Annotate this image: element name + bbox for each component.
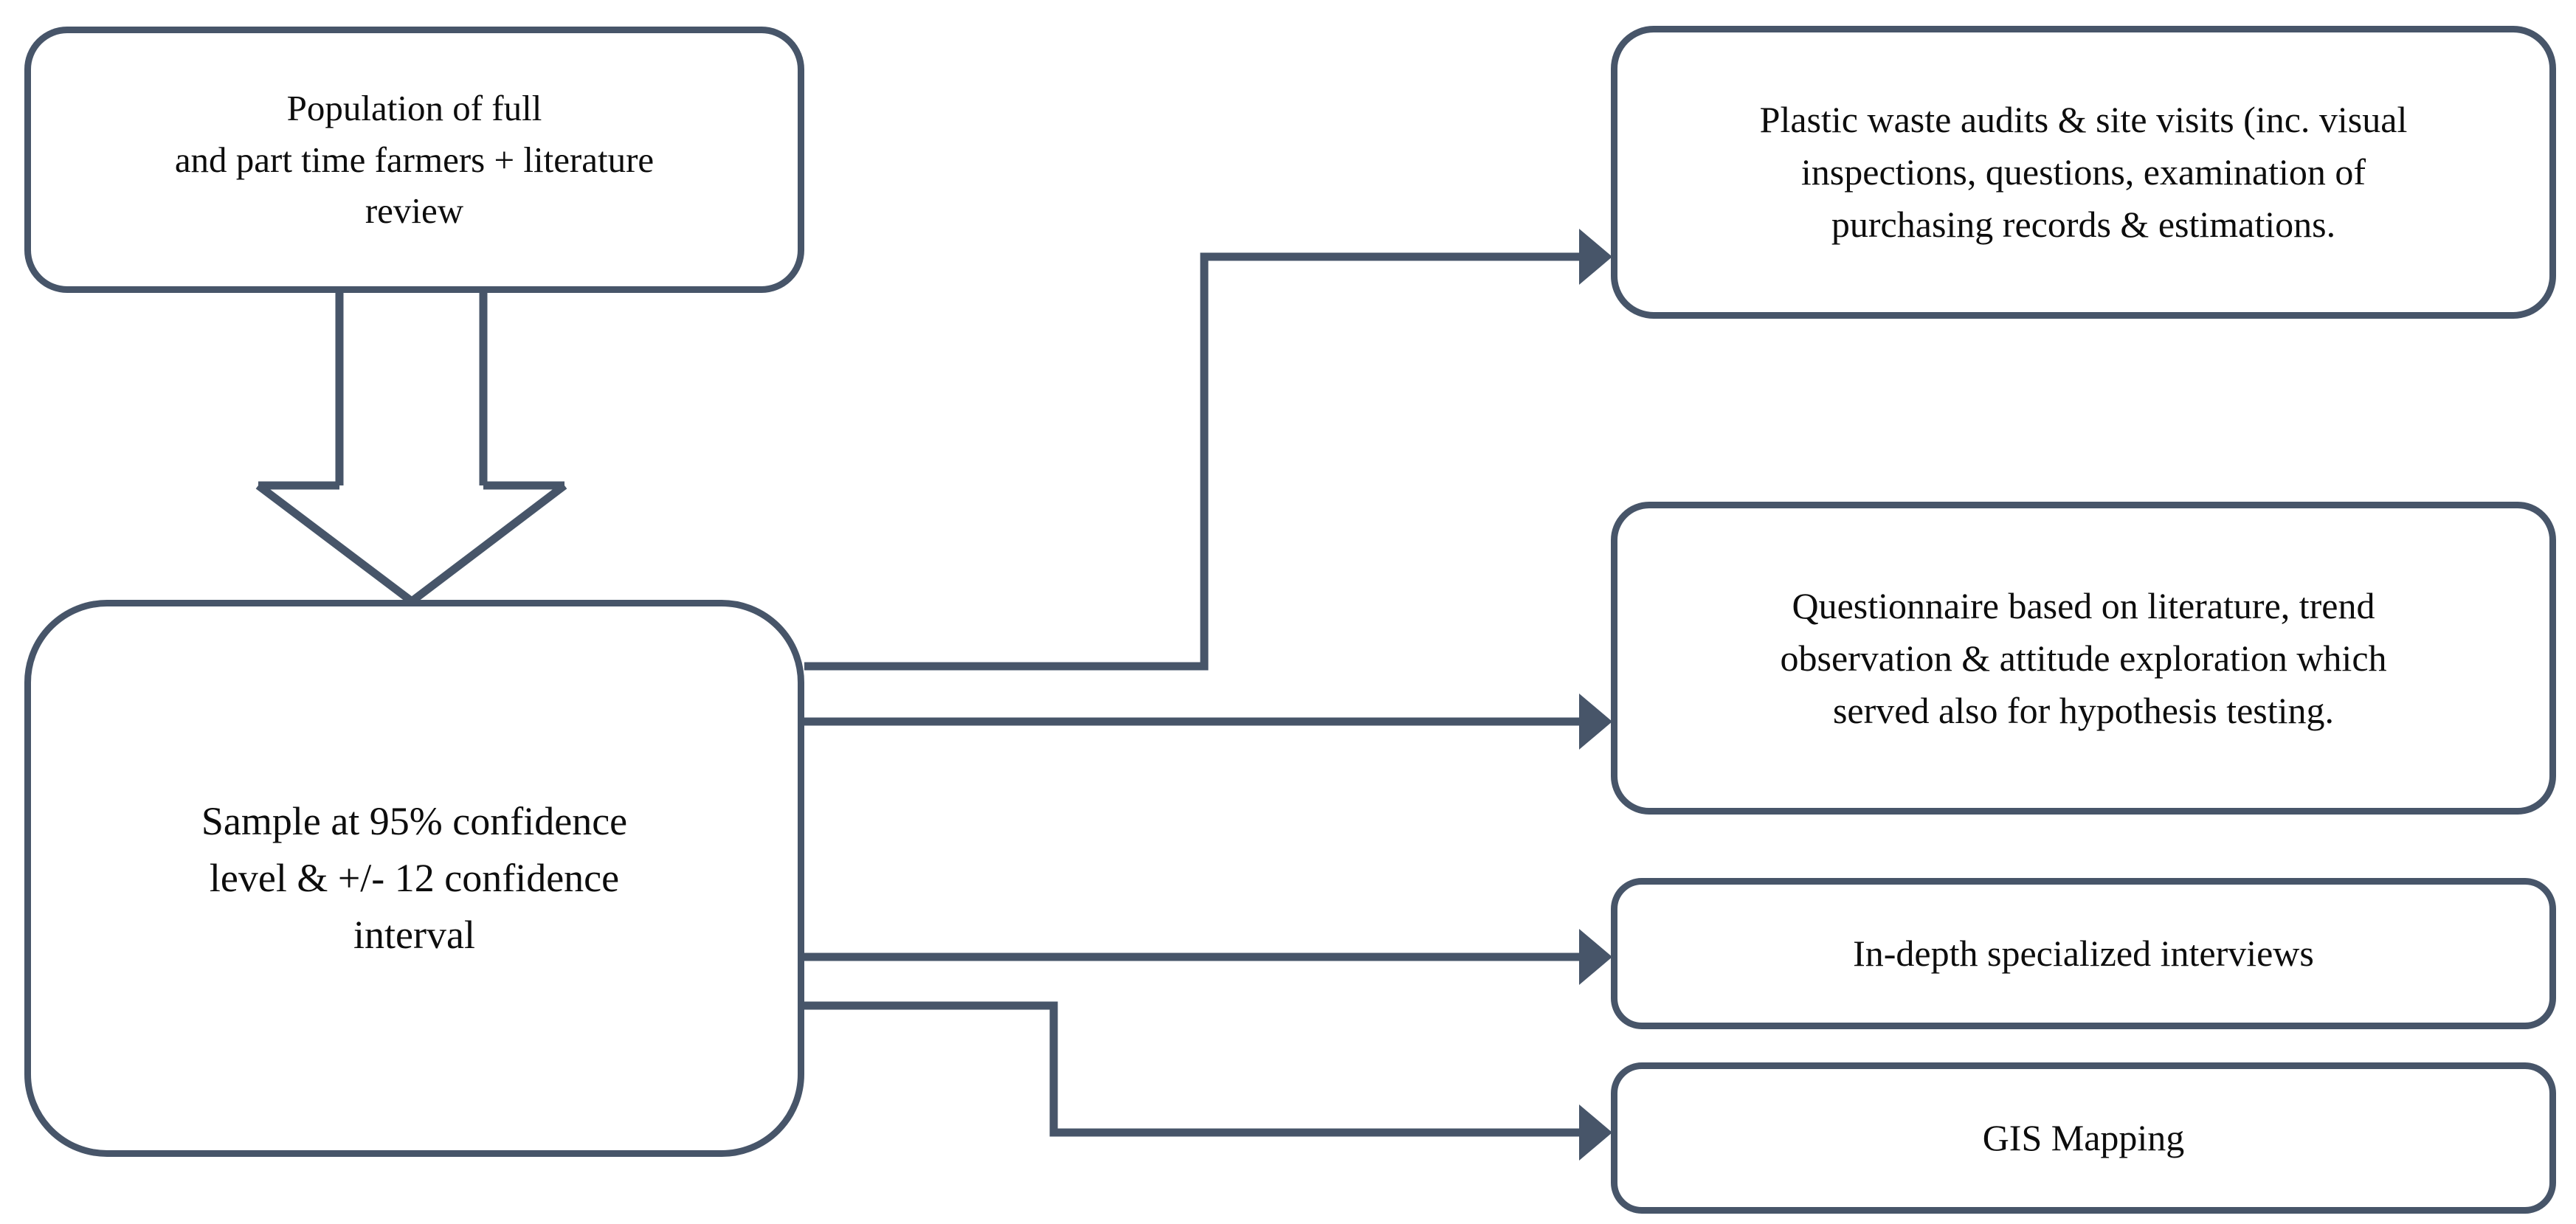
node-population[interactable]: Population of full and part time farmers… [24,27,804,293]
node-questionnaire-label: Questionnaire based on literature, trend… [1780,584,2387,731]
node-population-label: Population of full and part time farmers… [174,88,655,232]
block-arrow-right-diagonal [409,482,567,605]
node-sample[interactable]: Sample at 95% confidence level & +/- 12 … [24,600,804,1157]
arrowhead-gis [1579,1104,1612,1161]
node-in-depth-interviews[interactable]: In-depth specialized interviews [1611,878,2556,1029]
node-gis-mapping[interactable]: GIS Mapping [1611,1062,2556,1214]
connector-sample-to-questionnaire [804,694,1612,750]
node-questionnaire[interactable]: Questionnaire based on literature, trend… [1611,502,2556,815]
node-plastic-waste-audits-label: Plastic waste audits & site visits (inc.… [1759,99,2408,245]
block-arrow-left-diagonal [255,482,415,605]
arrowhead-questionnaire [1579,694,1612,750]
arrowhead-audits [1579,229,1612,285]
node-in-depth-interviews-label: In-depth specialized interviews [1853,933,2314,974]
connector-sample-to-gis [804,1001,1612,1161]
arrowhead-interviews [1579,929,1612,985]
connector-sample-to-audits [804,229,1612,671]
node-gis-mapping-label: GIS Mapping [1982,1117,2185,1158]
node-sample-label: Sample at 95% confidence level & +/- 12 … [201,799,628,957]
node-plastic-waste-audits[interactable]: Plastic waste audits & site visits (inc.… [1611,26,2556,319]
connector-sample-to-interviews [804,929,1612,985]
connector-population-to-sample [255,293,567,605]
